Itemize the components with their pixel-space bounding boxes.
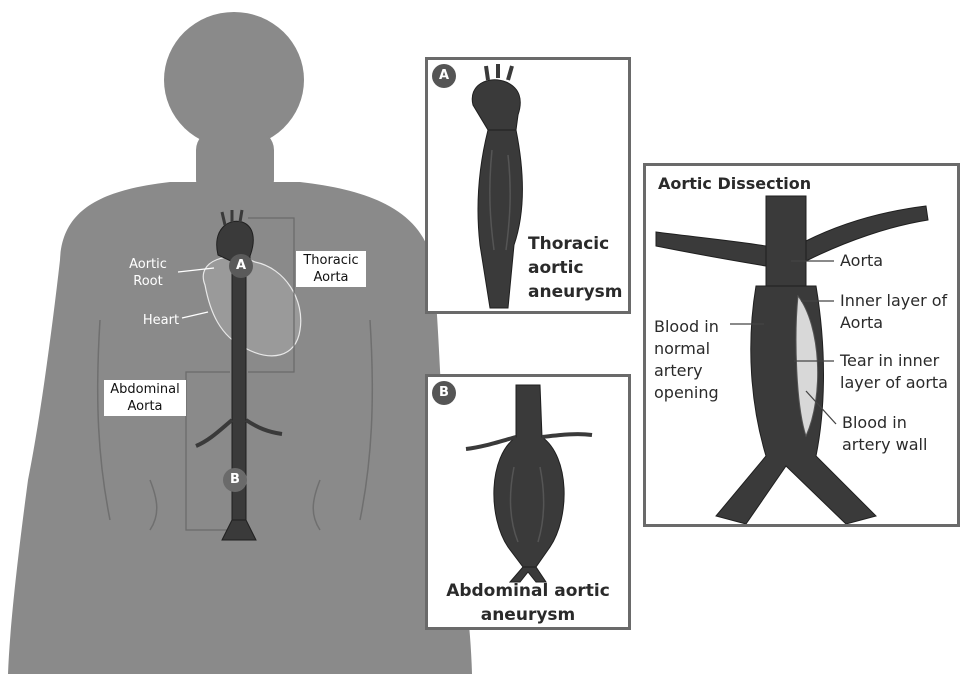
panel-thoracic-aneurysm: A Thoracic aortic aneurysm bbox=[425, 57, 631, 314]
panel-a-badge: A bbox=[432, 64, 456, 88]
thoracic-aorta-label: Thoracic Aorta bbox=[296, 251, 366, 287]
dissection-aorta-label: Aorta bbox=[840, 250, 956, 272]
dissection-title: Aortic Dissection bbox=[658, 172, 838, 196]
panel-aortic-dissection: Aortic Dissection Aorta Inner layer of A… bbox=[643, 163, 960, 527]
dissection-tear-label: Tear in inner layer of aorta bbox=[840, 350, 956, 394]
dissection-blood-wall-label: Blood in artery wall bbox=[842, 412, 956, 456]
thoracic-aneurysm-caption: Thoracic aortic aneurysm bbox=[528, 232, 628, 304]
marker-a-badge: A bbox=[229, 254, 253, 278]
aortic-root-label: Aortic Root bbox=[116, 256, 180, 290]
marker-b-badge: B bbox=[223, 468, 247, 492]
panel-b-badge: B bbox=[432, 381, 456, 405]
abdominal-aneurysm-caption: Abdominal aortic aneurysm bbox=[432, 579, 624, 627]
heart-label: Heart bbox=[138, 312, 184, 329]
panel-abdominal-aneurysm: B Abdominal aortic aneurysm bbox=[425, 374, 631, 630]
dissection-inner-layer-label: Inner layer of Aorta bbox=[840, 290, 956, 334]
abdominal-aorta-label: Abdominal Aorta bbox=[104, 380, 186, 416]
dissection-blood-normal-label: Blood in normal artery opening bbox=[654, 316, 734, 404]
